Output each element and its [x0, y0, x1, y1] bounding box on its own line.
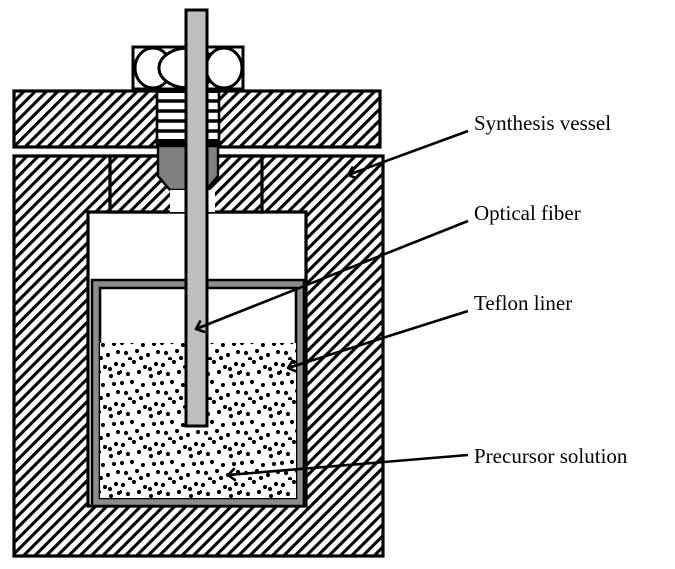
label-teflon-liner: Teflon liner	[474, 291, 573, 315]
leader-optical-fiber	[196, 219, 469, 329]
optical-fiber-rod	[184, 8, 209, 428]
label-precursor-solution: Precursor solution	[474, 444, 628, 468]
leader-precursor-solution	[228, 453, 469, 475]
leader-lines	[196, 129, 469, 475]
leader-teflon-liner	[288, 309, 469, 368]
leader-synthesis-vessel	[348, 129, 469, 175]
label-optical-fiber: Optical fiber	[474, 201, 581, 225]
label-synthesis-vessel: Synthesis vessel	[474, 111, 612, 135]
